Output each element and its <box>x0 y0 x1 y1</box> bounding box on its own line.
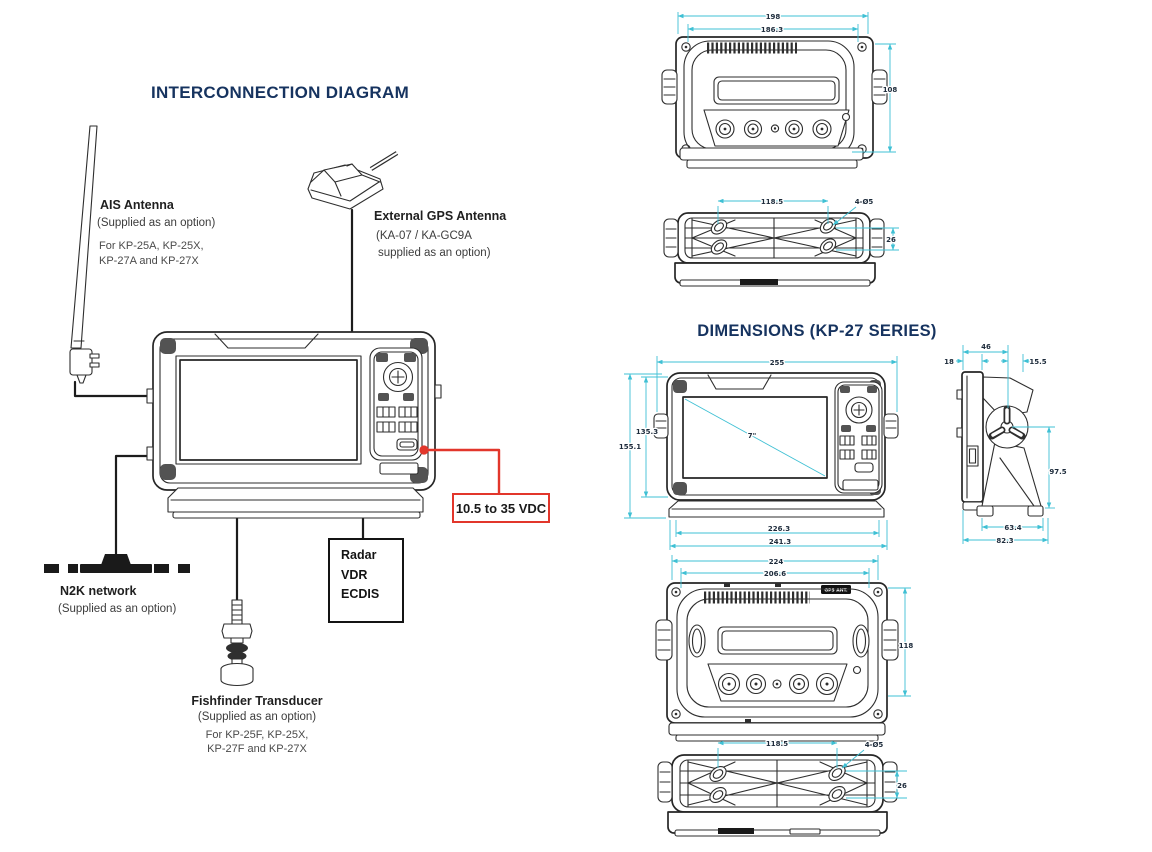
gps-ant-label: GPS ANT. <box>824 588 847 594</box>
dim-226-3: 226.3 <box>768 525 790 533</box>
ais-antenna-label: AIS Antenna <box>100 198 174 212</box>
dim-4d5-small: 4-Ø5 <box>855 198 874 206</box>
fishfinder-label: Fishfinder Transducer <box>191 694 323 708</box>
dim-135-3: 135.3 <box>636 428 658 436</box>
ais-antenna-drawing <box>69 125 100 384</box>
power-supply-label: 10.5 to 35 VDC <box>455 500 547 516</box>
dim-18: 18 <box>944 358 954 366</box>
ais-antenna-note1: (Supplied as an option) <box>97 217 216 229</box>
bottom-view-large: 118.5 4-Ø5 26 <box>657 739 908 837</box>
interconnection-diagram-drawing <box>44 125 501 687</box>
dim-198: 198 <box>766 13 781 21</box>
dim-4d5-large: 4-Ø5 <box>865 741 884 749</box>
external-system-vdr: VDR <box>341 567 368 582</box>
dim-63-4: 63.4 <box>1004 524 1021 532</box>
bottom-view-small: 118.5 4-Ø5 26 <box>663 197 899 287</box>
gps-antenna-label: External GPS Antenna <box>374 209 507 223</box>
dim-97-5: 97.5 <box>1049 468 1066 476</box>
dim-7inch: 7" <box>748 432 757 440</box>
fishfinder-note1: (Supplied as an option) <box>197 711 317 723</box>
gps-antenna-note2: supplied as an option) <box>378 247 491 259</box>
external-systems-box: Radar VDR ECDIS <box>328 538 404 623</box>
interconnection-title: INTERCONNECTION DIAGRAM <box>150 83 410 102</box>
ais-antenna-note3: KP-27A and KP-27X <box>99 255 199 267</box>
dimensions-title: DIMENSIONS (KP-27 SERIES) <box>697 322 937 340</box>
ais-antenna-note2: For KP-25A, KP-25X, <box>99 240 204 252</box>
power-supply-box: 10.5 to 35 VDC <box>452 493 550 523</box>
gps-antenna-note1: (KA-07 / KA-GC9A <box>376 230 472 242</box>
dim-15-5: 15.5 <box>1029 358 1046 366</box>
external-system-ecdis: ECDIS <box>341 587 380 601</box>
dim-155-1: 155.1 <box>619 443 641 451</box>
fishfinder-note3: KP-27F and KP-27X <box>207 743 307 755</box>
dimension-drawings: 198 186.3 108 <box>618 12 1068 837</box>
dim-108: 108 <box>883 86 898 94</box>
side-view: 46 18 15.5 97.5 63.4 82.3 <box>943 342 1068 547</box>
n2k-connector-drawing <box>44 554 190 573</box>
n2k-note: (Supplied as an option) <box>58 603 177 615</box>
external-system-radar: Radar <box>341 548 377 562</box>
n2k-label: N2K network <box>60 584 137 598</box>
rear-view-small: 198 186.3 108 <box>661 12 899 169</box>
power-callout-line <box>419 445 501 493</box>
gps-antenna-drawing <box>307 151 399 210</box>
dim-186-3: 186.3 <box>761 26 783 34</box>
dim-26-small: 26 <box>886 236 896 244</box>
display-unit-drawing <box>146 331 442 519</box>
fishfinder-transducer-drawing <box>220 599 254 687</box>
dim-46: 46 <box>981 343 991 351</box>
dim-26-large: 26 <box>897 782 907 790</box>
dim-118: 118 <box>899 642 914 650</box>
dim-255: 255 <box>770 359 785 367</box>
dim-118-5-small: 118.5 <box>761 198 783 206</box>
dim-82-3: 82.3 <box>996 537 1013 545</box>
dim-241-3: 241.3 <box>769 538 791 546</box>
fishfinder-note2: For KP-25F, KP-25X, <box>205 729 309 741</box>
dim-224: 224 <box>769 558 784 566</box>
dim-118-5-large: 118.5 <box>766 740 788 748</box>
front-view: 7" 255 <box>618 356 899 550</box>
rear-view-large: GPS ANT. 224 <box>655 555 915 742</box>
dim-206-6: 206.6 <box>764 570 786 578</box>
keypad-buttons <box>376 406 418 451</box>
